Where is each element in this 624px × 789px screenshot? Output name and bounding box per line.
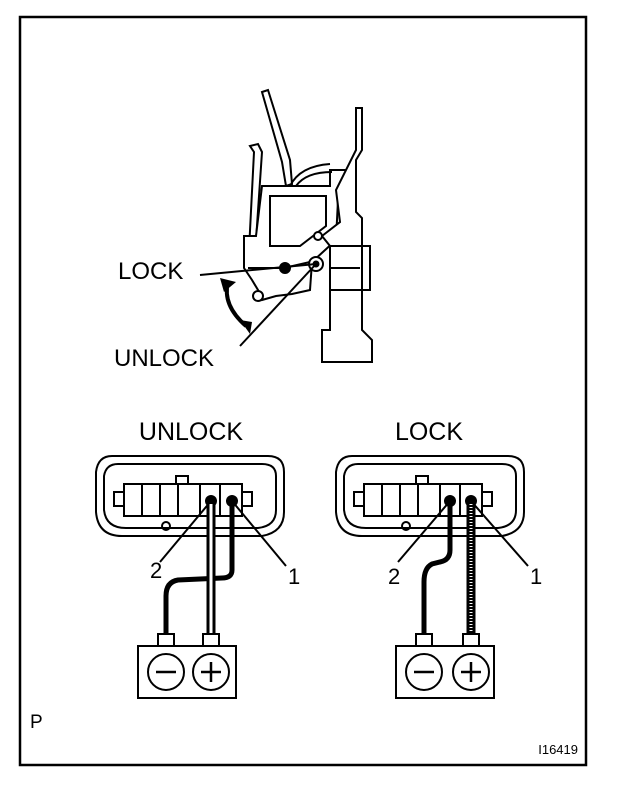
figure-code: I16419 xyxy=(538,742,578,757)
battery-negative-post xyxy=(415,633,433,647)
terminal-2-label: 2 xyxy=(388,564,400,589)
connector-hole xyxy=(161,521,171,531)
terminal-1-label: 1 xyxy=(288,564,300,589)
battery-positive-post xyxy=(462,633,480,647)
connector-side-key xyxy=(241,491,253,507)
rotation-arrow xyxy=(224,281,248,328)
lock-rod xyxy=(260,88,294,188)
leader-line-1 xyxy=(231,500,287,567)
connector-latch xyxy=(415,475,429,485)
unlock-label: UNLOCK xyxy=(114,345,214,372)
lock-label: LOCK xyxy=(118,258,183,285)
connector-title: LOCK xyxy=(395,418,463,446)
connector-unlock: UNLOCK 2 1 xyxy=(95,418,300,699)
leader-line-2 xyxy=(397,500,451,563)
connector-inner-shell xyxy=(343,463,517,529)
housing-curve xyxy=(289,163,331,187)
terminal-1-label: 1 xyxy=(530,564,542,589)
arrow-head-up xyxy=(220,278,236,292)
battery-positive-post xyxy=(202,633,220,647)
connector-lock: LOCK 2 1 xyxy=(335,418,542,699)
figure-frame xyxy=(18,15,588,767)
battery-negative-post xyxy=(157,633,175,647)
connector-side-key xyxy=(353,491,365,507)
plate-side xyxy=(360,245,371,291)
unlock-position-line xyxy=(239,263,317,347)
connector-title: UNLOCK xyxy=(139,418,244,446)
arrow-head-down xyxy=(240,320,252,334)
connector-hole xyxy=(401,521,411,531)
page-letter: P xyxy=(30,712,43,733)
terminal-2-label: 2 xyxy=(150,558,162,583)
connector-side-key xyxy=(113,491,125,507)
housing-curve-2 xyxy=(295,171,333,187)
plate-ribs xyxy=(330,245,360,291)
lock-indicator xyxy=(199,263,317,347)
connector-inner-shell xyxy=(103,463,277,529)
housing-hole xyxy=(252,290,264,302)
wire-terminal-2-to-negative xyxy=(421,501,453,639)
housing-screw xyxy=(313,231,323,241)
lock-position-line xyxy=(199,263,317,276)
connector-latch xyxy=(175,475,189,485)
connector-side-key xyxy=(481,491,493,507)
wire-terminal-1-to-negative xyxy=(163,501,235,639)
leader-line-2 xyxy=(159,500,212,563)
latch-plate xyxy=(320,107,373,363)
leader-line-1 xyxy=(470,500,529,567)
